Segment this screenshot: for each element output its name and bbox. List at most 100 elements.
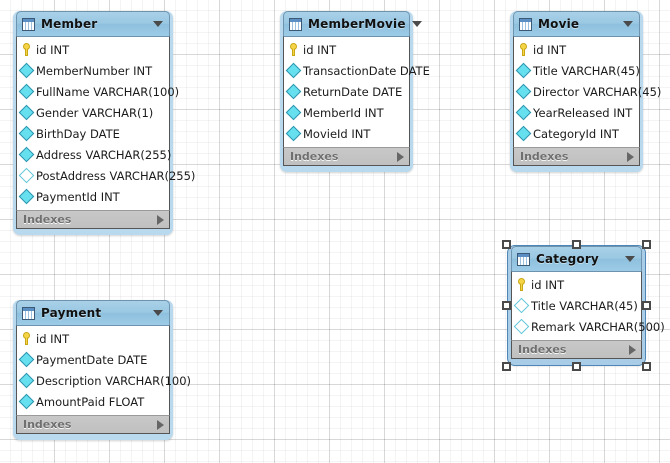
column-icon [18, 62, 35, 79]
column-label: BirthDay DATE [36, 126, 120, 141]
primary-key-icon [288, 43, 299, 56]
table-title-bar-category[interactable]: Category [511, 246, 642, 271]
table-node-payment[interactable]: Payment id INT PaymentDate DATE Description… [13, 300, 191, 440]
primary-key-icon [21, 43, 32, 56]
handle-bottom-center[interactable] [572, 362, 581, 371]
indexes-section-payment[interactable]: Indexes [16, 415, 170, 434]
column-label: Title VARCHAR(45) [531, 298, 638, 313]
table-title-bar-payment[interactable]: Payment [16, 300, 170, 325]
column-icon [285, 83, 302, 100]
column-label: Address VARCHAR(255) [36, 147, 172, 162]
column-row[interactable]: Director VARCHAR(45) [514, 81, 661, 102]
chevron-down-icon[interactable] [153, 310, 163, 316]
handle-top-center[interactable] [572, 240, 581, 249]
table-name-member: Member [41, 17, 98, 31]
table-title-bar-membermovie[interactable]: MemberMovie [283, 11, 422, 36]
indexes-label: Indexes [290, 150, 339, 163]
table-title-bar-member[interactable]: Member [16, 11, 170, 36]
table-node-member[interactable]: Member id INT MemberNumber INT FullName VAR… [13, 11, 195, 235]
column-label: YearReleased INT [533, 105, 633, 120]
column-row[interactable]: id INT [512, 274, 641, 295]
column-row[interactable]: Title VARCHAR(45) [512, 295, 641, 316]
column-row[interactable]: Remark VARCHAR(500) [512, 316, 665, 337]
column-row[interactable]: YearReleased INT [514, 102, 639, 123]
primary-key-icon [518, 43, 529, 56]
table-shell-category[interactable]: Category id INT Title VARCHAR(45) Remark VA… [507, 245, 665, 366]
column-label: Title VARCHAR(45) [533, 63, 640, 78]
column-row[interactable]: Description VARCHAR(100) [17, 370, 191, 391]
chevron-right-icon[interactable] [157, 419, 164, 430]
table-shell-member[interactable]: Member id INT MemberNumber INT FullName VAR… [13, 11, 195, 235]
column-row[interactable]: Title VARCHAR(45) [514, 60, 640, 81]
column-row[interactable]: Gender VARCHAR(1) [17, 102, 169, 123]
column-icon [18, 125, 35, 142]
handle-top-left[interactable] [502, 240, 511, 249]
table-columns-membermovie: id INT TransactionDate DATE ReturnDate DAT… [283, 36, 430, 147]
column-row[interactable]: PaymentDate DATE [17, 349, 169, 370]
column-label: FullName VARCHAR(100) [36, 84, 180, 99]
indexes-section-membermovie[interactable]: Indexes [283, 147, 410, 166]
column-label: PaymentId INT [36, 189, 120, 204]
indexes-section-category[interactable]: Indexes [511, 340, 642, 359]
table-icon [22, 306, 35, 320]
column-label: Director VARCHAR(45) [533, 84, 662, 99]
column-row[interactable]: id INT [284, 39, 409, 60]
column-row[interactable]: MemberId INT [284, 102, 409, 123]
column-row[interactable]: id INT [17, 39, 169, 60]
handle-middle-left[interactable] [502, 301, 511, 310]
column-label: ReturnDate DATE [303, 84, 403, 99]
table-name-category: Category [536, 252, 599, 266]
column-icon [515, 83, 532, 100]
indexes-section-member[interactable]: Indexes [16, 210, 170, 229]
column-row[interactable]: TransactionDate DATE [284, 60, 430, 81]
chevron-down-icon[interactable] [411, 21, 422, 27]
chevron-down-icon[interactable] [623, 21, 633, 27]
chevron-right-icon[interactable] [397, 151, 404, 162]
chevron-right-icon[interactable] [629, 344, 636, 355]
handle-top-right[interactable] [642, 240, 651, 249]
column-row[interactable]: PostAddress VARCHAR(255) [17, 165, 195, 186]
indexes-label: Indexes [518, 343, 567, 356]
handle-bottom-right[interactable] [642, 362, 651, 371]
table-shell-movie[interactable]: Movie id INT Title VARCHAR(45) Director VAR… [510, 11, 661, 172]
column-label: id INT [303, 42, 337, 57]
handle-bottom-left[interactable] [502, 362, 511, 371]
column-icon [285, 104, 302, 121]
table-node-movie[interactable]: Movie id INT Title VARCHAR(45) Director VAR… [510, 11, 661, 172]
nullable-column-icon [18, 167, 35, 184]
table-icon [519, 17, 532, 31]
table-shell-payment[interactable]: Payment id INT PaymentDate DATE Description… [13, 300, 191, 440]
column-icon [18, 146, 35, 163]
chevron-right-icon[interactable] [157, 214, 164, 225]
chevron-right-icon[interactable] [627, 151, 634, 162]
column-icon [515, 62, 532, 79]
column-row[interactable]: PaymentId INT [17, 186, 169, 207]
column-icon [515, 104, 532, 121]
column-icon [18, 83, 35, 100]
column-icon [18, 104, 35, 121]
column-row[interactable]: BirthDay DATE [17, 123, 169, 144]
handle-middle-right[interactable] [642, 301, 651, 310]
column-row[interactable]: FullName VARCHAR(100) [17, 81, 179, 102]
column-row[interactable]: ReturnDate DATE [284, 81, 409, 102]
chevron-down-icon[interactable] [153, 21, 163, 27]
column-row[interactable]: id INT [514, 39, 639, 60]
table-shell-membermovie[interactable]: MemberMovie id INT TransactionDate DATE Ret… [280, 11, 430, 172]
table-node-category[interactable]: Category id INT Title VARCHAR(45) Remark VA… [502, 240, 665, 371]
indexes-section-movie[interactable]: Indexes [513, 147, 640, 166]
column-label: id INT [36, 42, 70, 57]
table-node-membermovie[interactable]: MemberMovie id INT TransactionDate DATE Ret… [280, 11, 430, 172]
chevron-down-icon[interactable] [625, 256, 635, 262]
column-row[interactable]: MemberNumber INT [17, 60, 169, 81]
column-label: PaymentDate DATE [36, 352, 148, 367]
column-row[interactable]: Address VARCHAR(255) [17, 144, 172, 165]
column-row[interactable]: id INT [17, 328, 169, 349]
column-row[interactable]: AmountPaid FLOAT [17, 391, 169, 412]
column-row[interactable]: CategoryId INT [514, 123, 639, 144]
column-row[interactable]: MovieId INT [284, 123, 409, 144]
table-title-bar-movie[interactable]: Movie [513, 11, 640, 36]
table-icon [22, 17, 35, 31]
column-icon [515, 125, 532, 142]
column-label: PostAddress VARCHAR(255) [36, 168, 196, 183]
